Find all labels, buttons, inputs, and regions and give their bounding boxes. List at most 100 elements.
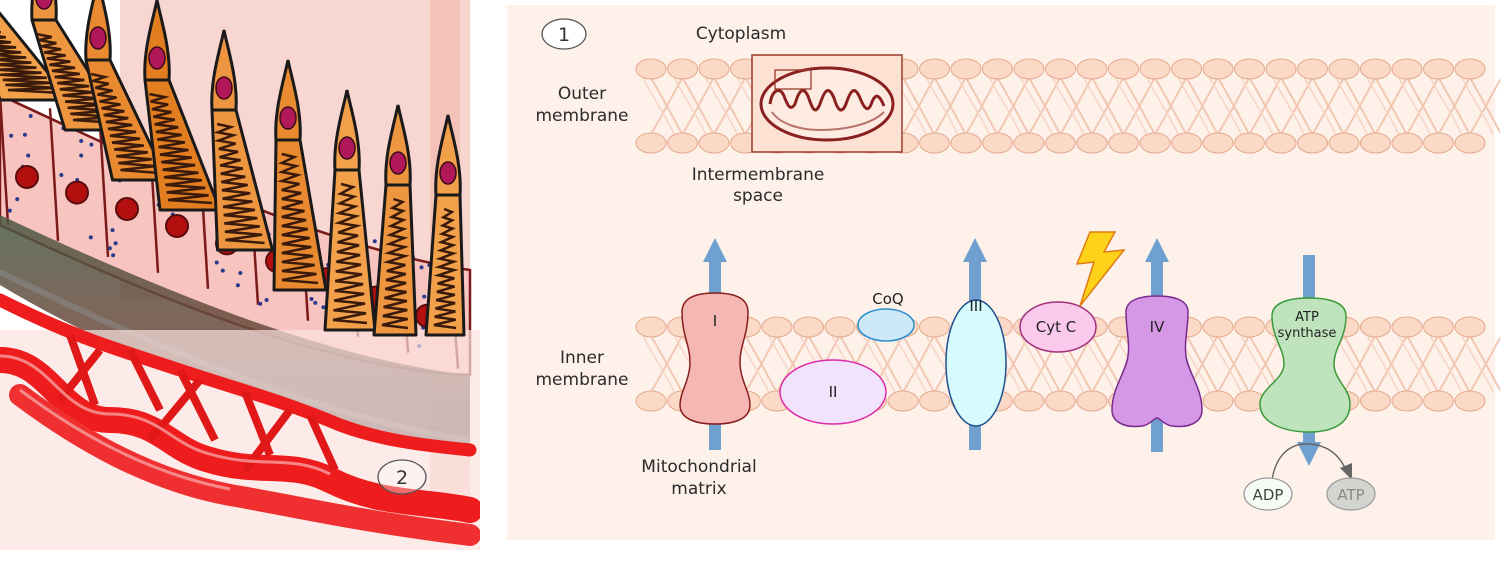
matrix-label-line1: Mitochondrial <box>641 457 756 477</box>
melanin-dot <box>422 294 427 299</box>
lipid-head <box>919 390 950 412</box>
lipid-head <box>761 316 793 338</box>
lipid-head <box>635 390 667 412</box>
lipid-head <box>919 58 950 80</box>
lipid-head <box>1234 132 1265 154</box>
panel-1-badge: 1 <box>541 18 587 50</box>
melanin-dot <box>22 132 27 137</box>
melanin-dot <box>59 172 64 177</box>
lipid-head <box>1454 316 1486 338</box>
complex-2: II <box>779 359 887 425</box>
phospholipid-pair <box>705 77 746 135</box>
cyt-c: Cyt C <box>1019 301 1097 353</box>
photoreceptor-discs <box>433 207 459 330</box>
complex-3-label: III <box>969 297 982 315</box>
photoreceptor-cell <box>143 0 222 212</box>
phospholipid-pair <box>1209 77 1250 135</box>
phospholipid-pair <box>642 335 683 393</box>
phospholipid-pair <box>1303 77 1345 135</box>
complex-3: III <box>945 297 1007 427</box>
photoreceptor-discs <box>277 152 319 285</box>
melanin-dot <box>110 228 115 233</box>
phospholipid-pair <box>1146 77 1187 135</box>
phospholipid-pair <box>1366 77 1408 135</box>
photoreceptor-nucleus <box>389 151 407 175</box>
phospholipid-pair <box>1051 77 1093 135</box>
vessel-highlights <box>0 354 331 491</box>
cyt-c-label: Cyt C <box>1036 318 1076 336</box>
lipid-head <box>635 58 667 80</box>
photoreceptor-discs <box>381 197 410 330</box>
photoreceptor-cell <box>272 59 328 292</box>
melanin-dot <box>235 283 240 288</box>
lipid-head <box>1423 316 1454 338</box>
photoreceptor-discs <box>332 182 368 325</box>
phospholipid-pair <box>1114 77 1156 135</box>
lipid-head <box>1265 132 1297 154</box>
melanin-dot <box>238 271 243 276</box>
melanin-dot <box>258 301 263 306</box>
mitochondrion-outline <box>759 66 895 142</box>
lipid-head <box>887 390 919 412</box>
photoreceptor-nucleus <box>148 46 166 70</box>
lipid-head <box>1234 316 1265 338</box>
atp-synthase-label-line1: ATP <box>1295 310 1319 325</box>
atp-synthase: ATP synthase <box>1259 297 1351 433</box>
lipid-head <box>824 316 856 338</box>
lipid-head <box>635 132 667 154</box>
lipid-head <box>1076 132 1108 154</box>
lipid-head <box>698 132 730 154</box>
lipid-head <box>635 316 667 338</box>
melanin-dot <box>107 246 112 251</box>
reaction-arrowhead <box>1340 463 1352 480</box>
cristae <box>768 88 886 112</box>
inner-membrane-label-line1: Inner <box>560 348 604 368</box>
phospholipid-pair <box>1240 77 1282 135</box>
lipid-head <box>1297 132 1328 154</box>
reaction-arc <box>1271 443 1347 481</box>
lipid-head <box>1391 390 1423 412</box>
lipid-head <box>1013 58 1045 80</box>
lipid-head <box>1202 390 1234 412</box>
lipid-head <box>1202 316 1234 338</box>
rpe-nucleus <box>15 164 39 189</box>
lipid-head <box>1108 132 1139 154</box>
lipid-head <box>982 132 1013 154</box>
phospholipid-pair <box>1461 77 1500 135</box>
lipid-head <box>1454 132 1486 154</box>
melanin-dot <box>113 241 118 246</box>
intermembrane-label-line2: space <box>733 186 783 206</box>
melanin-dot <box>79 153 84 158</box>
photoreceptor-discs <box>88 72 160 175</box>
phospholipid-pair <box>1020 77 1061 135</box>
outer-membrane-label-line1: Outer <box>558 84 606 104</box>
adp-atp-reaction: ADP ATP <box>1243 443 1376 511</box>
melanin-dot <box>89 142 94 147</box>
melanin-dot <box>88 235 93 240</box>
photoreceptor-discs <box>36 32 118 125</box>
melanin-dot <box>264 298 269 303</box>
lipid-head <box>1297 58 1328 80</box>
atp-synthase-label-line2: synthase <box>1278 326 1337 341</box>
coq: CoQ <box>857 290 915 342</box>
atp-label: ATP <box>1337 486 1364 504</box>
lipid-head <box>1265 58 1297 80</box>
melanin-dot <box>28 114 33 119</box>
melanin-dot <box>313 300 318 305</box>
melanin-dot <box>419 265 424 270</box>
lipid-head <box>1423 132 1454 154</box>
melanin-dot <box>7 208 12 213</box>
complex-1: I <box>679 292 751 425</box>
lipid-head <box>1423 390 1454 412</box>
phospholipid-pair <box>1177 77 1219 135</box>
melanin-dot <box>309 296 314 301</box>
phospholipid-pair <box>1209 335 1250 393</box>
photoreceptor-discs <box>213 122 265 245</box>
intermembrane-label-line1: Intermembrane <box>692 165 825 185</box>
adp-label: ADP <box>1253 486 1284 504</box>
photoreceptor-nucleus <box>89 26 107 50</box>
inner-membrane-label-line2: membrane <box>535 370 628 390</box>
lipid-head <box>1108 58 1139 80</box>
matrix-label-line2: matrix <box>671 479 726 499</box>
melanin-dot <box>111 253 116 258</box>
